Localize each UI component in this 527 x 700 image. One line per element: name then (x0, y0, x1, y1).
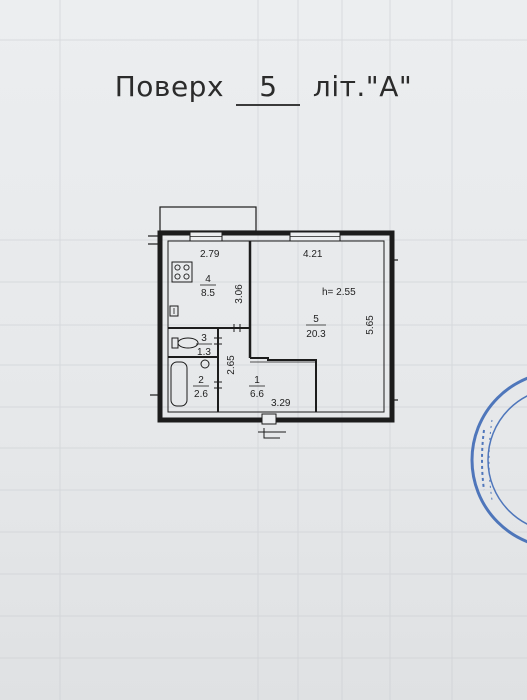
bathtub (170, 361, 188, 407)
dimension-room-depth: 5.65 (365, 315, 376, 335)
room-1-number: 1 (254, 375, 260, 386)
building-letter: літ."А" (312, 70, 413, 103)
official-stamp (470, 376, 527, 544)
room-3-number: 3 (201, 333, 207, 344)
room-4-area: 8.5 (201, 288, 215, 299)
dimension-hall-width: 3.29 (271, 398, 291, 409)
dimension-kitchen-width: 2.79 (200, 249, 220, 260)
stove (171, 261, 193, 283)
floor-title: Поверх 5 літ."А" (0, 70, 527, 120)
dimension-kitchen-depth: 3.06 (234, 284, 245, 304)
toilet (171, 337, 199, 349)
dimension-room-width: 4.21 (303, 249, 323, 260)
room-5-number: 5 (313, 314, 319, 325)
floor-prefix: Поверх (114, 70, 225, 103)
room-5-area: 20.3 (306, 329, 326, 340)
kitchen-sink (169, 305, 179, 317)
dimension-hall-depth: 2.65 (226, 355, 237, 375)
ceiling-height: h= 2.55 (322, 287, 356, 298)
floor-number: 5 (236, 70, 301, 106)
partition-wall (250, 357, 317, 412)
wash-basin (200, 359, 210, 369)
room-2-area: 2.6 (194, 389, 208, 400)
room-3-area: 1.3 (197, 347, 211, 358)
room-2-number: 2 (198, 375, 204, 386)
room-1-area: 6.6 (250, 389, 264, 400)
room-4-number: 4 (205, 274, 211, 285)
entrance-door (261, 413, 277, 425)
balcony (159, 206, 257, 232)
